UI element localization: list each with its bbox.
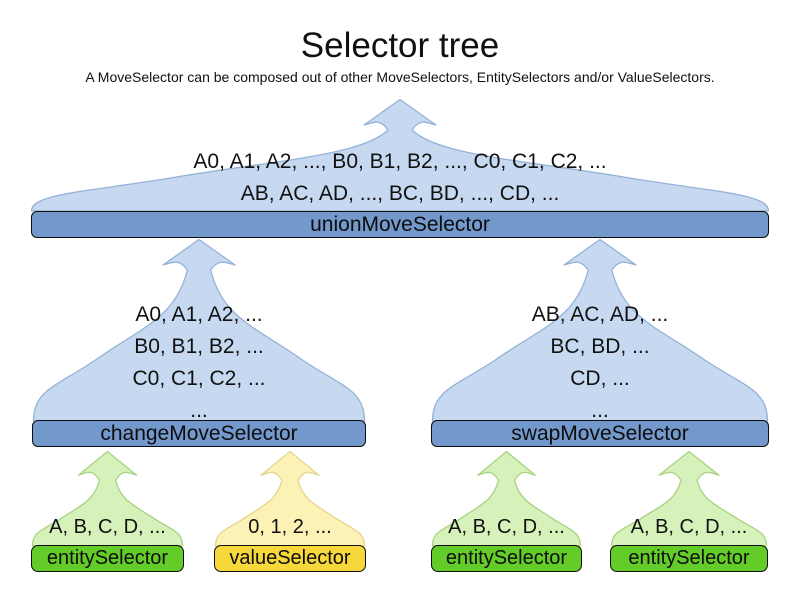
entity2-items-line-1: A, B, C, D, ... (448, 516, 565, 538)
entity3-funnel-items: A, B, C, D, ... (610, 515, 768, 539)
value1-funnel-items: 0, 1, 2, ... (214, 515, 366, 539)
value-selector-label: valueSelector (229, 547, 351, 569)
union-move-selector-label: unionMoveSelector (310, 212, 490, 236)
value1-items-line-1: 0, 1, 2, ... (248, 516, 332, 538)
change-items-line-3: C0, C1, C2, ... (132, 367, 266, 390)
change-funnel-items: A0, A1, A2, ... B0, B1, B2, ... C0, C1, … (32, 299, 366, 427)
swap-funnel-items: AB, AC, AD, ... BC, BD, ... CD, ... ... (431, 299, 769, 427)
page-subtitle: A MoveSelector can be composed out of ot… (85, 69, 715, 85)
change-move-selector-label: changeMoveSelector (100, 421, 298, 445)
change-move-selector-bar: changeMoveSelector (32, 420, 366, 447)
swap-move-selector-label: swapMoveSelector (511, 421, 689, 445)
entity-selector-label-1: entitySelector (46, 547, 169, 569)
entity1-items-line-1: A, B, C, D, ... (49, 516, 166, 538)
union-items-line-2: AB, AC, AD, ..., BC, BD, ..., CD, ... (240, 182, 560, 205)
swap-move-selector-bar: swapMoveSelector (431, 420, 769, 447)
entity-selector-bar-2: entitySelector (431, 545, 582, 572)
entity-selector-bar-1: entitySelector (31, 545, 184, 572)
change-items-line-4: ... (190, 399, 208, 422)
value-selector-bar: valueSelector (214, 545, 366, 572)
swap-items-line-1: AB, AC, AD, ... (531, 303, 669, 326)
swap-items-line-4: ... (591, 399, 609, 422)
swap-items-line-2: BC, BD, ... (550, 335, 650, 358)
entity-selector-bar-3: entitySelector (610, 545, 768, 572)
entity-selector-label-3: entitySelector (628, 547, 750, 569)
swap-items-line-3: CD, ... (570, 367, 630, 390)
union-items-line-1: A0, A1, A2, ..., B0, B1, B2, ..., C0, C1… (193, 150, 607, 173)
entity-selector-label-2: entitySelector (445, 547, 568, 569)
entity2-funnel-items: A, B, C, D, ... (431, 515, 582, 539)
page-title: Selector tree (300, 26, 500, 65)
entity3-items-line-1: A, B, C, D, ... (630, 516, 748, 538)
change-items-line-1: A0, A1, A2, ... (135, 303, 263, 326)
union-move-selector-bar: unionMoveSelector (31, 211, 769, 238)
union-funnel-items: A0, A1, A2, ..., B0, B1, B2, ..., C0, C1… (30, 146, 770, 210)
entity1-funnel-items: A, B, C, D, ... (31, 515, 184, 539)
change-items-line-2: B0, B1, B2, ... (134, 335, 264, 358)
